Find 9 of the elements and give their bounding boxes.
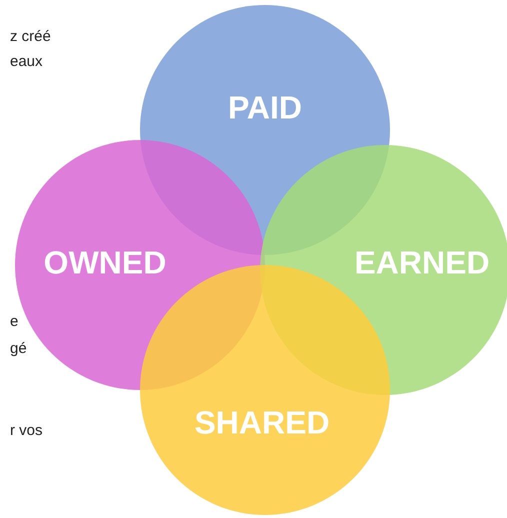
circle-label: OWNED [44,244,166,282]
text-fragment: e [10,313,18,330]
text-fragment: gé [10,340,27,357]
text-fragment: z créé [10,28,51,45]
circle-label: PAID [228,90,302,126]
circle-label: SHARED [194,404,330,442]
text-fragment: r vos [10,422,43,439]
circle-label: EARNED [354,244,490,282]
text-fragment: eaux [10,53,43,70]
